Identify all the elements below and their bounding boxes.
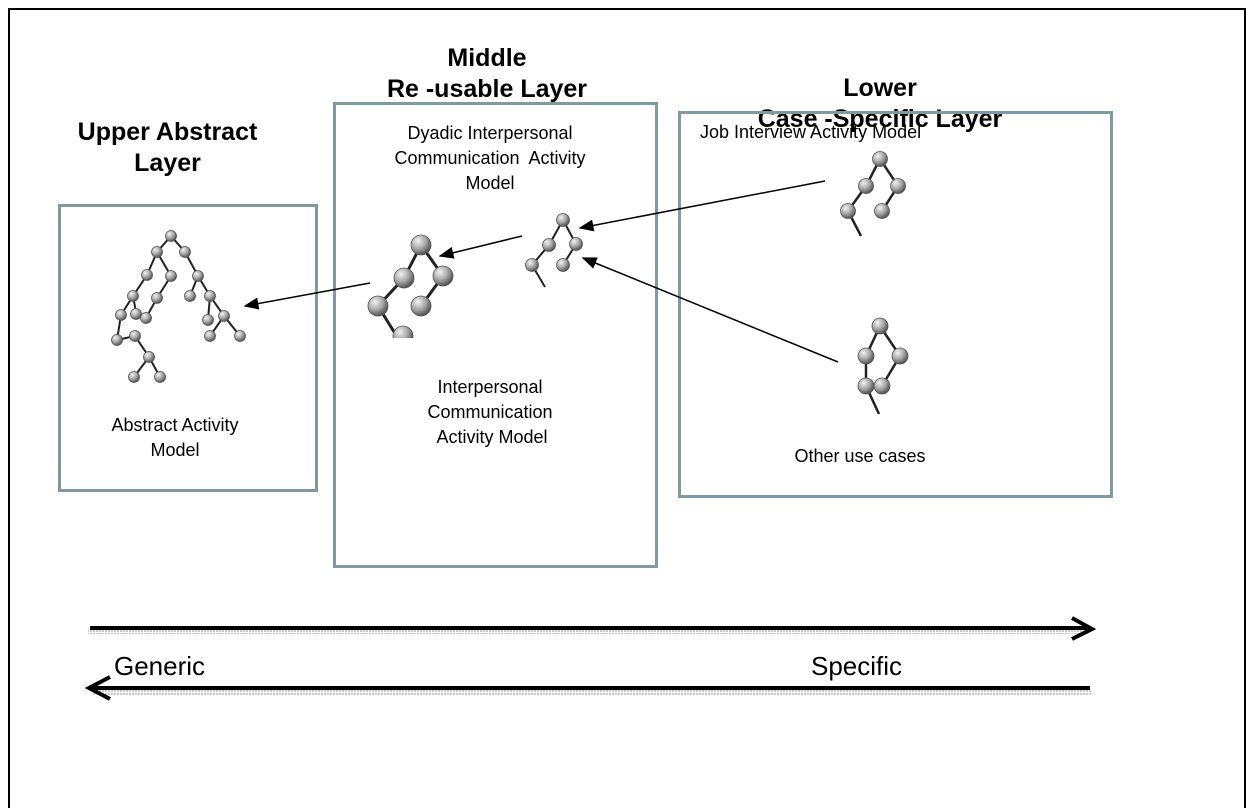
other-use-cases-label: Other use cases: [794, 446, 926, 466]
tree-icon: [116, 235, 241, 378]
tree-icon: [525, 213, 583, 302]
job-interview-model-label: Job Interview Activity Model: [700, 122, 922, 142]
generic-label: Generic: [114, 651, 206, 681]
lower-layer-title: Lower Case -Specific Layer: [757, 74, 1003, 133]
arrow-other-to-dyadic: [581, 257, 839, 363]
tree-icon: [367, 234, 454, 352]
axis-arrow-right: [88, 616, 1097, 641]
tree-icon: [111, 230, 246, 383]
interpersonal-model-label: Interpersonal Communication Activity Mod…: [427, 377, 553, 447]
diagram-graphics: [84, 151, 1097, 701]
specific-label: Specific: [811, 651, 903, 681]
abstract-activity-model-label: Abstract Activity Model: [111, 415, 239, 460]
arrow-interpersonal-to-abstract: [243, 282, 371, 310]
arrow-job-to-dyadic: [578, 180, 826, 232]
axis-arrow-left: [84, 675, 1092, 701]
middle-layer-box: [333, 102, 658, 568]
diagram-frame: [8, 8, 1246, 808]
upper-layer-box: [58, 204, 318, 492]
dyadic-model-label: Dyadic Interpersonal Communication Activ…: [394, 123, 586, 193]
tree-icon: [840, 151, 906, 250]
lower-layer-box: [678, 111, 1113, 498]
middle-layer-title: Middle Re -usable Layer: [386, 44, 588, 103]
tree-icon: [857, 317, 909, 428]
upper-layer-title: Upper Abstract Layer: [77, 118, 258, 177]
arrow-dyadic-to-interpersonal: [438, 235, 523, 259]
